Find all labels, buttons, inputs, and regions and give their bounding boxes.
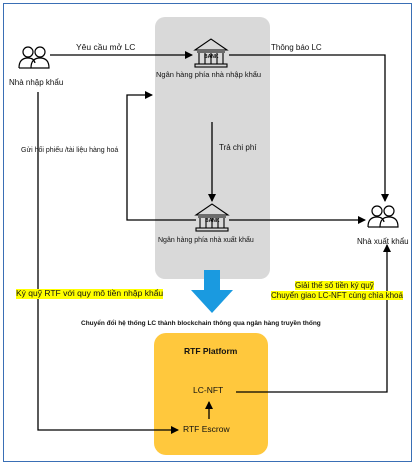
lc-notice-label: Thông báo LC xyxy=(271,43,322,52)
platform-box xyxy=(154,333,268,455)
platform-title: RTF Platform xyxy=(184,346,238,356)
importer-label: Nhà nhập khẩu xyxy=(9,78,64,87)
diagram-frame xyxy=(3,3,412,462)
importer-bank-icon xyxy=(193,38,229,68)
conversion-note: Chuyển đổi hệ thống LC thành blockchain … xyxy=(81,320,321,327)
exporter-people-icon xyxy=(367,205,399,228)
importer-bank-label: Ngân hàng phía nhà nhập khẩu xyxy=(156,70,262,79)
exporter-bank-label: Ngân hàng phía nhà xuất khẩu xyxy=(158,237,254,244)
importer-people-icon xyxy=(18,46,50,69)
rtf-escrow-label: RTF Escrow xyxy=(183,424,230,434)
lc-request-label: Yêu cầu mở LC xyxy=(76,42,136,52)
arrow-send-docs xyxy=(126,91,196,221)
lc-nft-label: LC-NFT xyxy=(193,385,224,395)
release-label-line2: Chuyển giao LC-NFT cùng chìa khoá xyxy=(271,291,403,301)
release-label-line1: Giải thế số tiền ký quỹ xyxy=(295,281,374,291)
arrow-escrow-deposit xyxy=(37,92,179,434)
importer-bank-icon-text: BANK xyxy=(204,54,219,60)
send-docs-label: Gửi hối phiếu /tài liệu hàng hoá xyxy=(21,147,119,154)
payment-label: Trả chi phí xyxy=(219,143,257,152)
arrow-lc-notice xyxy=(229,54,389,202)
exporter-bank-icon-text: BANK xyxy=(205,218,220,224)
exporter-bank-icon xyxy=(194,203,230,232)
escrow-deposit-label: Ký quỹ RTF với quy mô tiền nhập khẩu xyxy=(16,288,164,299)
conversion-arrow xyxy=(191,270,233,313)
exporter-label: Nhà xuất khẩu xyxy=(357,237,409,246)
